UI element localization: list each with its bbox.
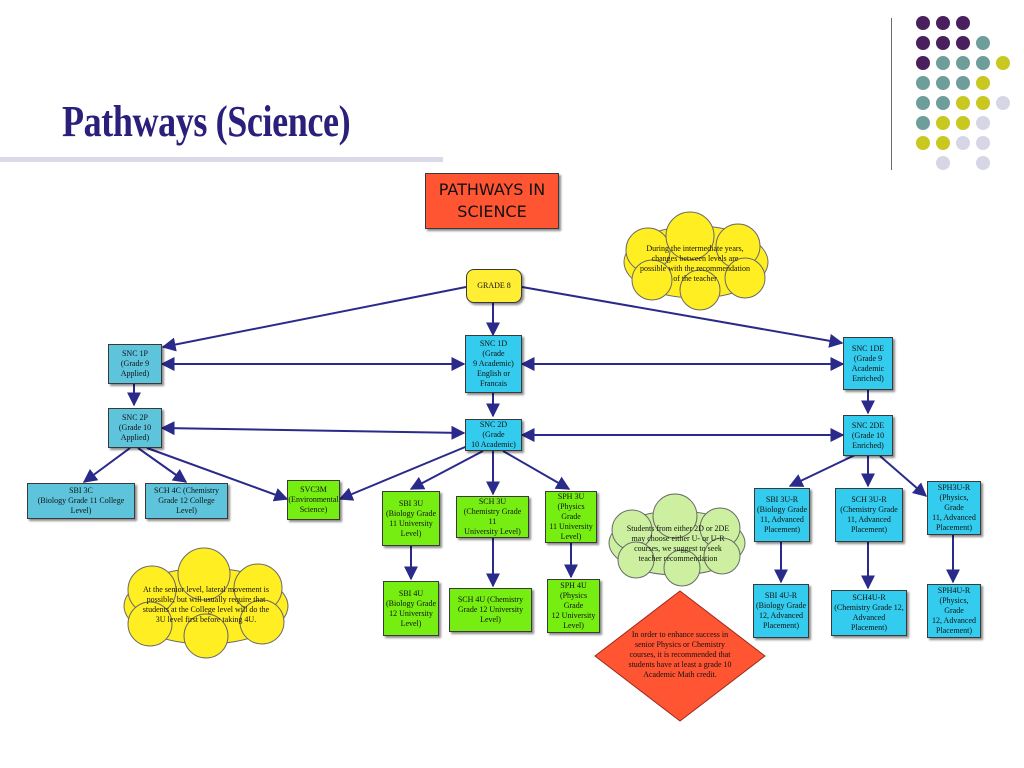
diagram-header: PATHWAYS IN SCIENCE: [425, 173, 559, 229]
node-sph4u: SPH 4U (Physics Grade 12 University Leve…: [547, 579, 600, 633]
corner-dot: [936, 116, 950, 130]
corner-dot: [936, 36, 950, 50]
corner-divider: [891, 18, 892, 170]
corner-dot: [936, 56, 950, 70]
node-snc2de: SNC 2DE (Grade 10 Enriched): [843, 415, 893, 456]
corner-dot: [956, 116, 970, 130]
node-sch3ur: SCH 3U-R (Chemistry Grade 11, Advanced P…: [835, 488, 903, 542]
callout-intermediate-text: During the intermediate years, changes b…: [640, 244, 750, 283]
title-underline: [0, 157, 443, 162]
arrow-grade8-snc1de: [521, 286, 844, 348]
arrow-snc2de-sbi3ur: [788, 454, 856, 487]
corner-dot: [916, 116, 930, 130]
node-sbi3ur: SBI 3U-R (Biology Grade 11, Advanced Pla…: [754, 488, 810, 542]
corner-dot: [976, 116, 990, 130]
corner-dot: [916, 36, 930, 50]
corner-dot: [916, 136, 930, 150]
node-sch3u: SCH 3U (Chemistry Grade 11 University Le…: [456, 496, 529, 538]
corner-dot: [956, 136, 970, 150]
arrow-snc2p-svc3m: [146, 447, 289, 502]
node-sph3ur: SPH3U-R (Physics, Grade 11, Advanced Pla…: [927, 481, 981, 535]
corner-dot: [976, 76, 990, 90]
arrow-grade8-snc1p: [161, 286, 467, 352]
callout-senior-text: At the senior level, lateral movement is…: [142, 585, 270, 624]
corner-dot: [916, 56, 930, 70]
corner-dot: [976, 96, 990, 110]
corner-dot: [936, 76, 950, 90]
corner-dot: [936, 16, 950, 30]
node-grade8: GRADE 8: [466, 269, 522, 303]
arrow-snc2p-sch4c: [137, 447, 188, 483]
arrow-snc2d-svc3m: [338, 444, 471, 501]
node-sph3u: SPH 3U (Physics Grade 11 University Leve…: [545, 491, 597, 543]
node-sch4u: SCH 4U (Chemistry Grade 12 University Le…: [449, 588, 532, 632]
node-sch4c: SCH 4C (Chemistry Grade 12 College Level…: [145, 483, 228, 519]
corner-dot: [936, 156, 950, 170]
corner-dot: [976, 36, 990, 50]
corner-dot: [916, 96, 930, 110]
node-snc2d: SNC 2D (Grade 10 Academic): [465, 419, 522, 451]
arrow-snc2p-snc2d: [160, 421, 466, 440]
arrow-snc2d-sbi3u: [409, 450, 484, 490]
corner-dot: [976, 136, 990, 150]
node-sbi4u: SBI 4U (Biology Grade 12 University Leve…: [383, 581, 439, 636]
arrow-snc2p-sbi3c: [82, 447, 131, 483]
callout-math-text: In order to enhance success in senior Ph…: [628, 630, 732, 679]
corner-dot: [996, 56, 1010, 70]
corner-dot: [936, 96, 950, 110]
node-sbi3u: SBI 3U (Biology Grade 11 University Leve…: [382, 491, 440, 546]
corner-dot: [956, 36, 970, 50]
arrow-snc2de-sph3ur: [879, 455, 928, 497]
corner-dot: [976, 56, 990, 70]
node-sbi3c: SBI 3C (Biology Grade 11 College Level): [27, 483, 135, 519]
corner-dot: [936, 136, 950, 150]
corner-dot: [956, 16, 970, 30]
node-sbi4ur: SBI 4U-R (Biology Grade 12, Advanced Pla…: [753, 584, 809, 638]
corner-dot: [916, 76, 930, 90]
node-snc1d: SNC 1D (Grade 9 Academic) English or Fra…: [465, 335, 522, 393]
corner-dot: [956, 56, 970, 70]
page-title: Pathways (Science): [62, 97, 351, 146]
node-sph4ur: SPH4U-R (Physics, Grade 12, Advanced Pla…: [927, 584, 981, 638]
corner-dot: [916, 16, 930, 30]
node-snc1p: SNC 1P (Grade 9 Applied): [108, 344, 162, 384]
node-snc2p: SNC 2P (Grade 10 Applied): [108, 408, 162, 448]
corner-dot: [956, 96, 970, 110]
node-svc3m: SVC3M (Environmental Science): [287, 480, 340, 520]
corner-dot: [956, 76, 970, 90]
corner-dot: [976, 156, 990, 170]
callout-either2d-text: Students from either 2D or 2DE may choos…: [626, 524, 730, 563]
node-snc1de: SNC 1DE (Grade 9 Academic Enriched): [843, 337, 893, 390]
corner-dot: [996, 96, 1010, 110]
node-sch4ur: SCH4U-R (Chemistry Grade 12, Advanced Pl…: [831, 590, 907, 636]
arrow-snc2d-sph3u: [502, 450, 571, 490]
